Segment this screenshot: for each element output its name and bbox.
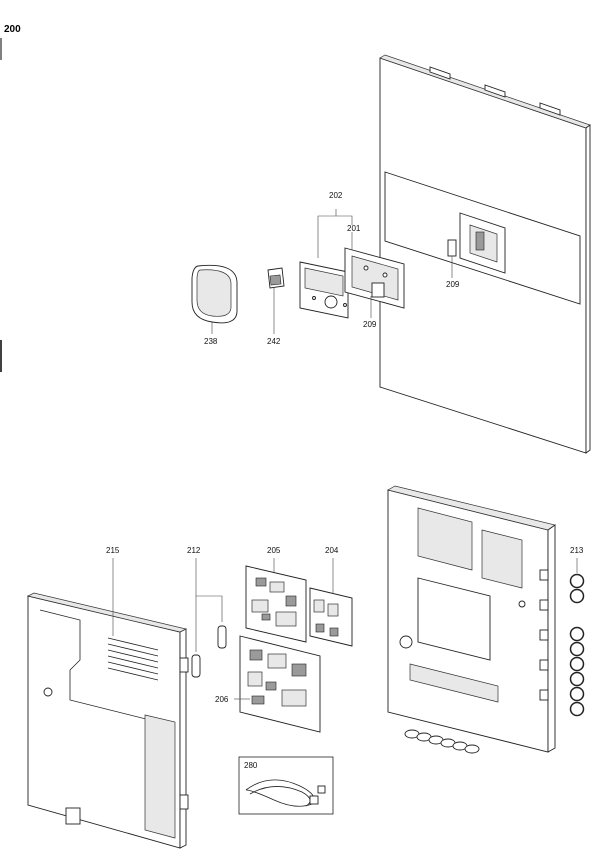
part-206-interface-pcb bbox=[239, 635, 321, 733]
part-201-mounting-bracket bbox=[344, 247, 405, 309]
callout-202: 202 bbox=[329, 191, 343, 200]
part-280-cable-box bbox=[238, 756, 334, 815]
callout-215: 215 bbox=[106, 546, 120, 555]
callout-209-bracket: 209 bbox=[363, 320, 377, 329]
part-238-rubber-cover bbox=[191, 264, 238, 324]
part-242-connector bbox=[267, 267, 285, 289]
leader-lines-boards bbox=[234, 558, 334, 700]
callout-204: 204 bbox=[325, 546, 339, 555]
callout-213: 213 bbox=[570, 546, 584, 555]
front-cover-panel bbox=[379, 54, 591, 454]
callout-205: 205 bbox=[267, 546, 281, 555]
leader-lines-212-215 bbox=[112, 558, 223, 652]
callout-212: 212 bbox=[187, 546, 201, 555]
callout-280: 280 bbox=[244, 761, 258, 770]
part-202-display-module bbox=[299, 261, 349, 319]
rear-housing bbox=[387, 485, 556, 753]
part-213-grommets bbox=[569, 573, 585, 717]
part-212-hinge-pin bbox=[191, 625, 227, 678]
vent-slots bbox=[107, 637, 159, 681]
diagram-title: 200 bbox=[4, 24, 21, 35]
part-204-relay-board bbox=[309, 587, 353, 647]
callout-209-panel: 209 bbox=[446, 280, 460, 289]
part-205-main-pcb bbox=[245, 565, 307, 643]
grommet-row bbox=[404, 729, 480, 754]
callout-242: 242 bbox=[267, 337, 281, 346]
callout-238: 238 bbox=[204, 337, 218, 346]
leader-lines-upper bbox=[211, 209, 453, 334]
callout-206: 206 bbox=[215, 695, 229, 704]
part-215-front-housing bbox=[26, 592, 189, 849]
callout-201: 201 bbox=[347, 224, 361, 233]
